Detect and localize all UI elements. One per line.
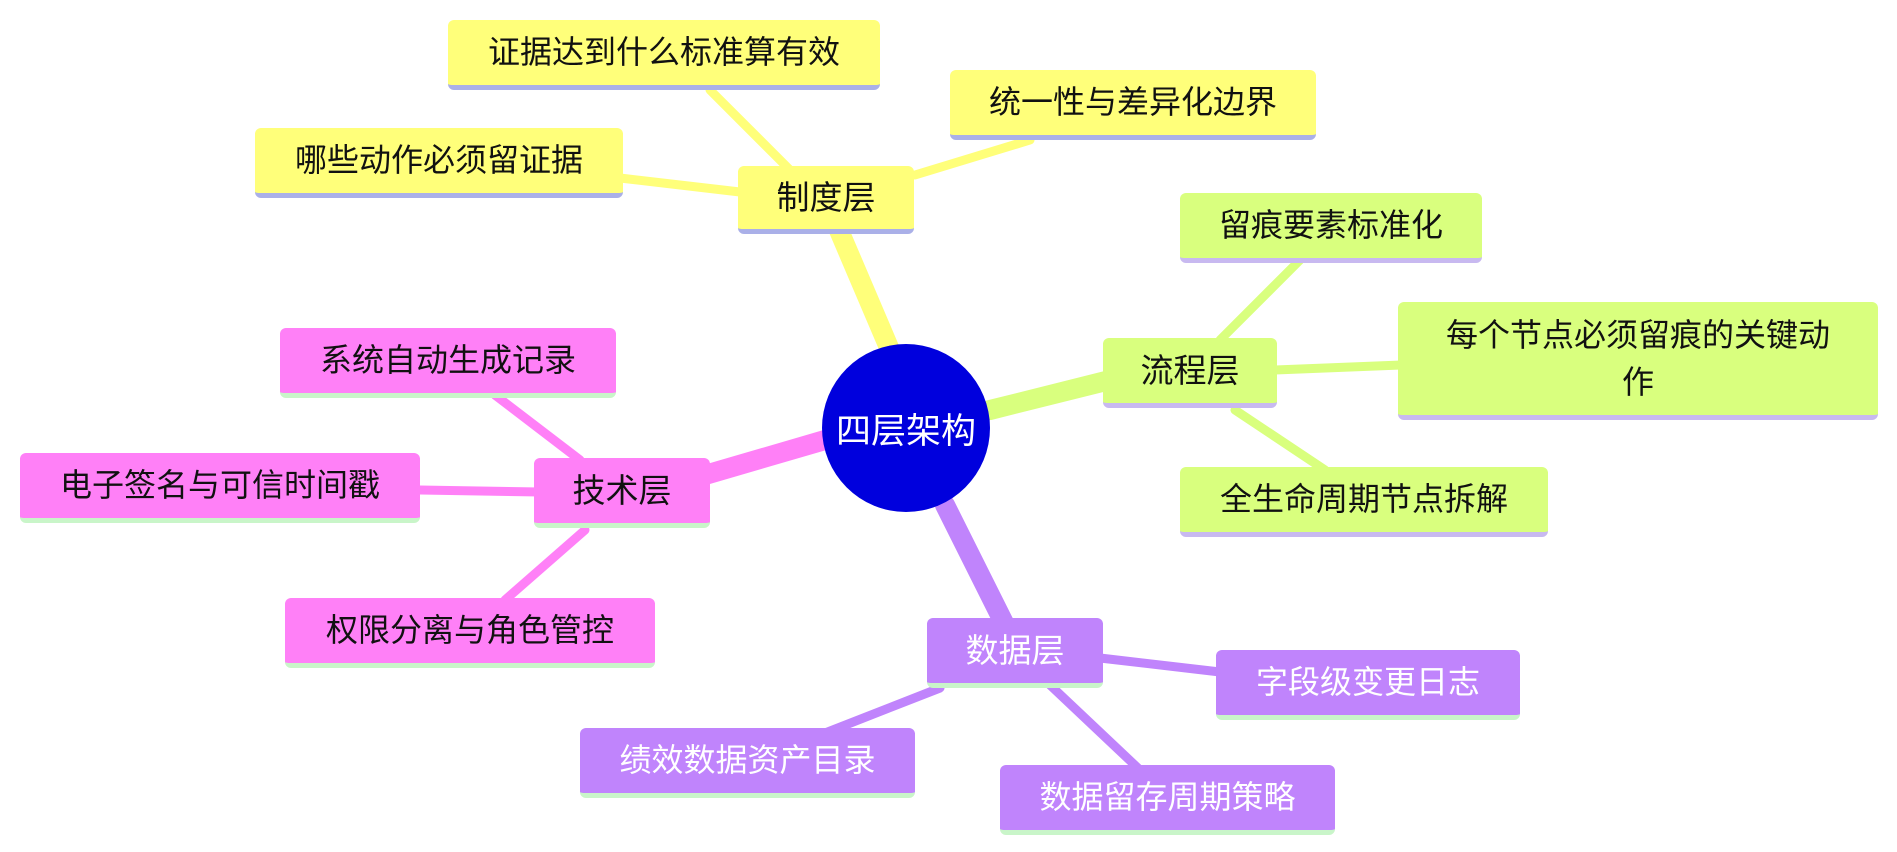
root-node[interactable]: 四层架构	[822, 344, 990, 512]
leaf-label: 绩效数据资产目录	[619, 741, 876, 780]
edge-root-institution	[828, 218, 900, 360]
branch-technology[interactable]: 技术层	[534, 458, 710, 528]
branch-institution[interactable]: 制度层	[738, 166, 914, 234]
leaf-label: 系统自动生成记录	[319, 341, 576, 380]
leaf-institution-1[interactable]: 证据达到什么标准算有效	[448, 20, 880, 90]
branch-label: 技术层	[572, 470, 672, 510]
root-label: 四层架构	[835, 411, 976, 452]
leaf-label: 权限分离与角色管控	[325, 611, 614, 650]
edge-institution-leaf-3	[615, 173, 745, 197]
leaf-label: 电子签名与可信时间戳	[59, 466, 380, 505]
branch-data[interactable]: 数据层	[927, 618, 1103, 688]
edge-process-leaf-2	[1270, 360, 1405, 375]
branch-label: 制度层	[776, 177, 876, 217]
edge-technology-leaf-1	[490, 390, 585, 465]
leaf-data-2[interactable]: 数据留存周期策略	[1000, 765, 1335, 835]
leaf-label: 字段级变更日志	[1255, 663, 1480, 702]
edge-data-leaf-2	[1045, 680, 1145, 775]
leaf-label: 证据达到什么标准算有效	[487, 33, 840, 72]
leaf-label: 每个节点必须留痕的关键动作	[1445, 316, 1830, 401]
leaf-technology-2[interactable]: 电子签名与可信时间戳	[20, 453, 420, 523]
leaf-label: 留痕要素标准化	[1218, 206, 1443, 245]
leaf-institution-3[interactable]: 哪些动作必须留证据	[255, 128, 623, 198]
leaf-process-1[interactable]: 留痕要素标准化	[1180, 193, 1482, 263]
edge-technology-leaf-2	[415, 485, 545, 497]
leaf-label: 哪些动作必须留证据	[294, 141, 583, 180]
leaf-institution-2[interactable]: 统一性与差异化边界	[950, 70, 1316, 140]
leaf-process-3[interactable]: 全生命周期节点拆解	[1180, 467, 1548, 537]
edge-root-technology	[695, 430, 835, 485]
branch-process[interactable]: 流程层	[1103, 338, 1277, 408]
edge-data-leaf-1	[1095, 653, 1225, 677]
leaf-technology-1[interactable]: 系统自动生成记录	[280, 328, 616, 398]
branch-label: 数据层	[965, 630, 1065, 670]
leaf-label: 统一性与差异化边界	[988, 83, 1277, 122]
edge-root-data	[935, 495, 1015, 635]
branch-label: 流程层	[1140, 350, 1240, 390]
leaf-technology-3[interactable]: 权限分离与角色管控	[285, 598, 655, 668]
edge-root-process	[980, 370, 1120, 420]
leaf-label: 全生命周期节点拆解	[1219, 480, 1508, 519]
leaf-data-3[interactable]: 绩效数据资产目录	[580, 728, 915, 798]
leaf-label: 数据留存周期策略	[1039, 778, 1296, 817]
leaf-data-1[interactable]: 字段级变更日志	[1216, 650, 1520, 720]
edge-institution-leaf-1	[705, 85, 795, 175]
edge-institution-leaf-2	[910, 135, 1035, 180]
edge-data-leaf-3	[815, 683, 945, 740]
edge-process-leaf-3	[1230, 405, 1330, 475]
leaf-process-2[interactable]: 每个节点必须留痕的关键动作	[1398, 302, 1878, 420]
edge-process-leaf-1	[1215, 255, 1305, 345]
edge-technology-leaf-3	[500, 525, 590, 605]
